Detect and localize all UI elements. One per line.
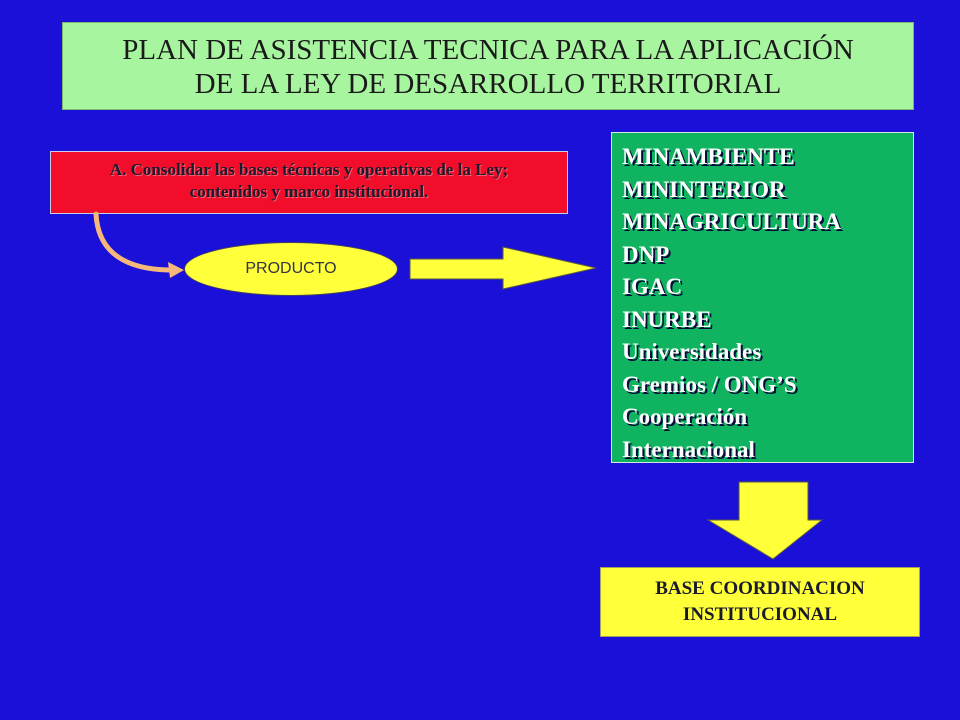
right-block-arrow	[409, 246, 597, 290]
curved-connector-arrow	[93, 211, 175, 273]
objective-line-1: A. Consolidar las bases técnicas y opera…	[109, 160, 509, 179]
institution-item: Internacional	[622, 436, 755, 462]
institution-item: DNP	[622, 241, 670, 267]
result-line-2: INSTITUCIONAL	[682, 604, 838, 625]
objective-box: A. Consolidar las bases técnicas y opera…	[50, 151, 568, 214]
result-box: BASE COORDINACION INSTITUCIONAL	[600, 567, 920, 637]
institution-item: INURBE	[622, 306, 712, 332]
institution-item: MINAMBIENTE	[622, 144, 795, 169]
institution-item: IGAC	[622, 274, 683, 299]
objective-line-2: contenidos y marco institucional.	[189, 182, 429, 201]
result-line-1: BASE COORDINACION	[655, 578, 865, 599]
title-line-2: DE LA LEY DE DESARROLLO TERRITORIAL	[194, 68, 782, 100]
title-box: PLAN DE ASISTENCIA TECNICA PARA LA APLIC…	[62, 22, 914, 110]
product-oval: PRODUCTO	[184, 242, 398, 296]
institution-item: Cooperación	[622, 404, 748, 429]
institution-item: MININTERIOR	[622, 176, 786, 202]
institution-item: Universidades	[622, 339, 762, 364]
down-block-arrow	[706, 481, 824, 560]
title-line-1: PLAN DE ASISTENCIA TECNICA PARA LA APLIC…	[122, 34, 854, 66]
institution-item: Gremios / ONG’S	[622, 371, 797, 397]
institutions-box: MINAMBIENTE MININTERIOR MINAGRICULTURA D…	[611, 132, 914, 463]
institution-item: MINAGRICULTURA	[622, 209, 841, 234]
curved-arrow-head	[168, 262, 184, 278]
